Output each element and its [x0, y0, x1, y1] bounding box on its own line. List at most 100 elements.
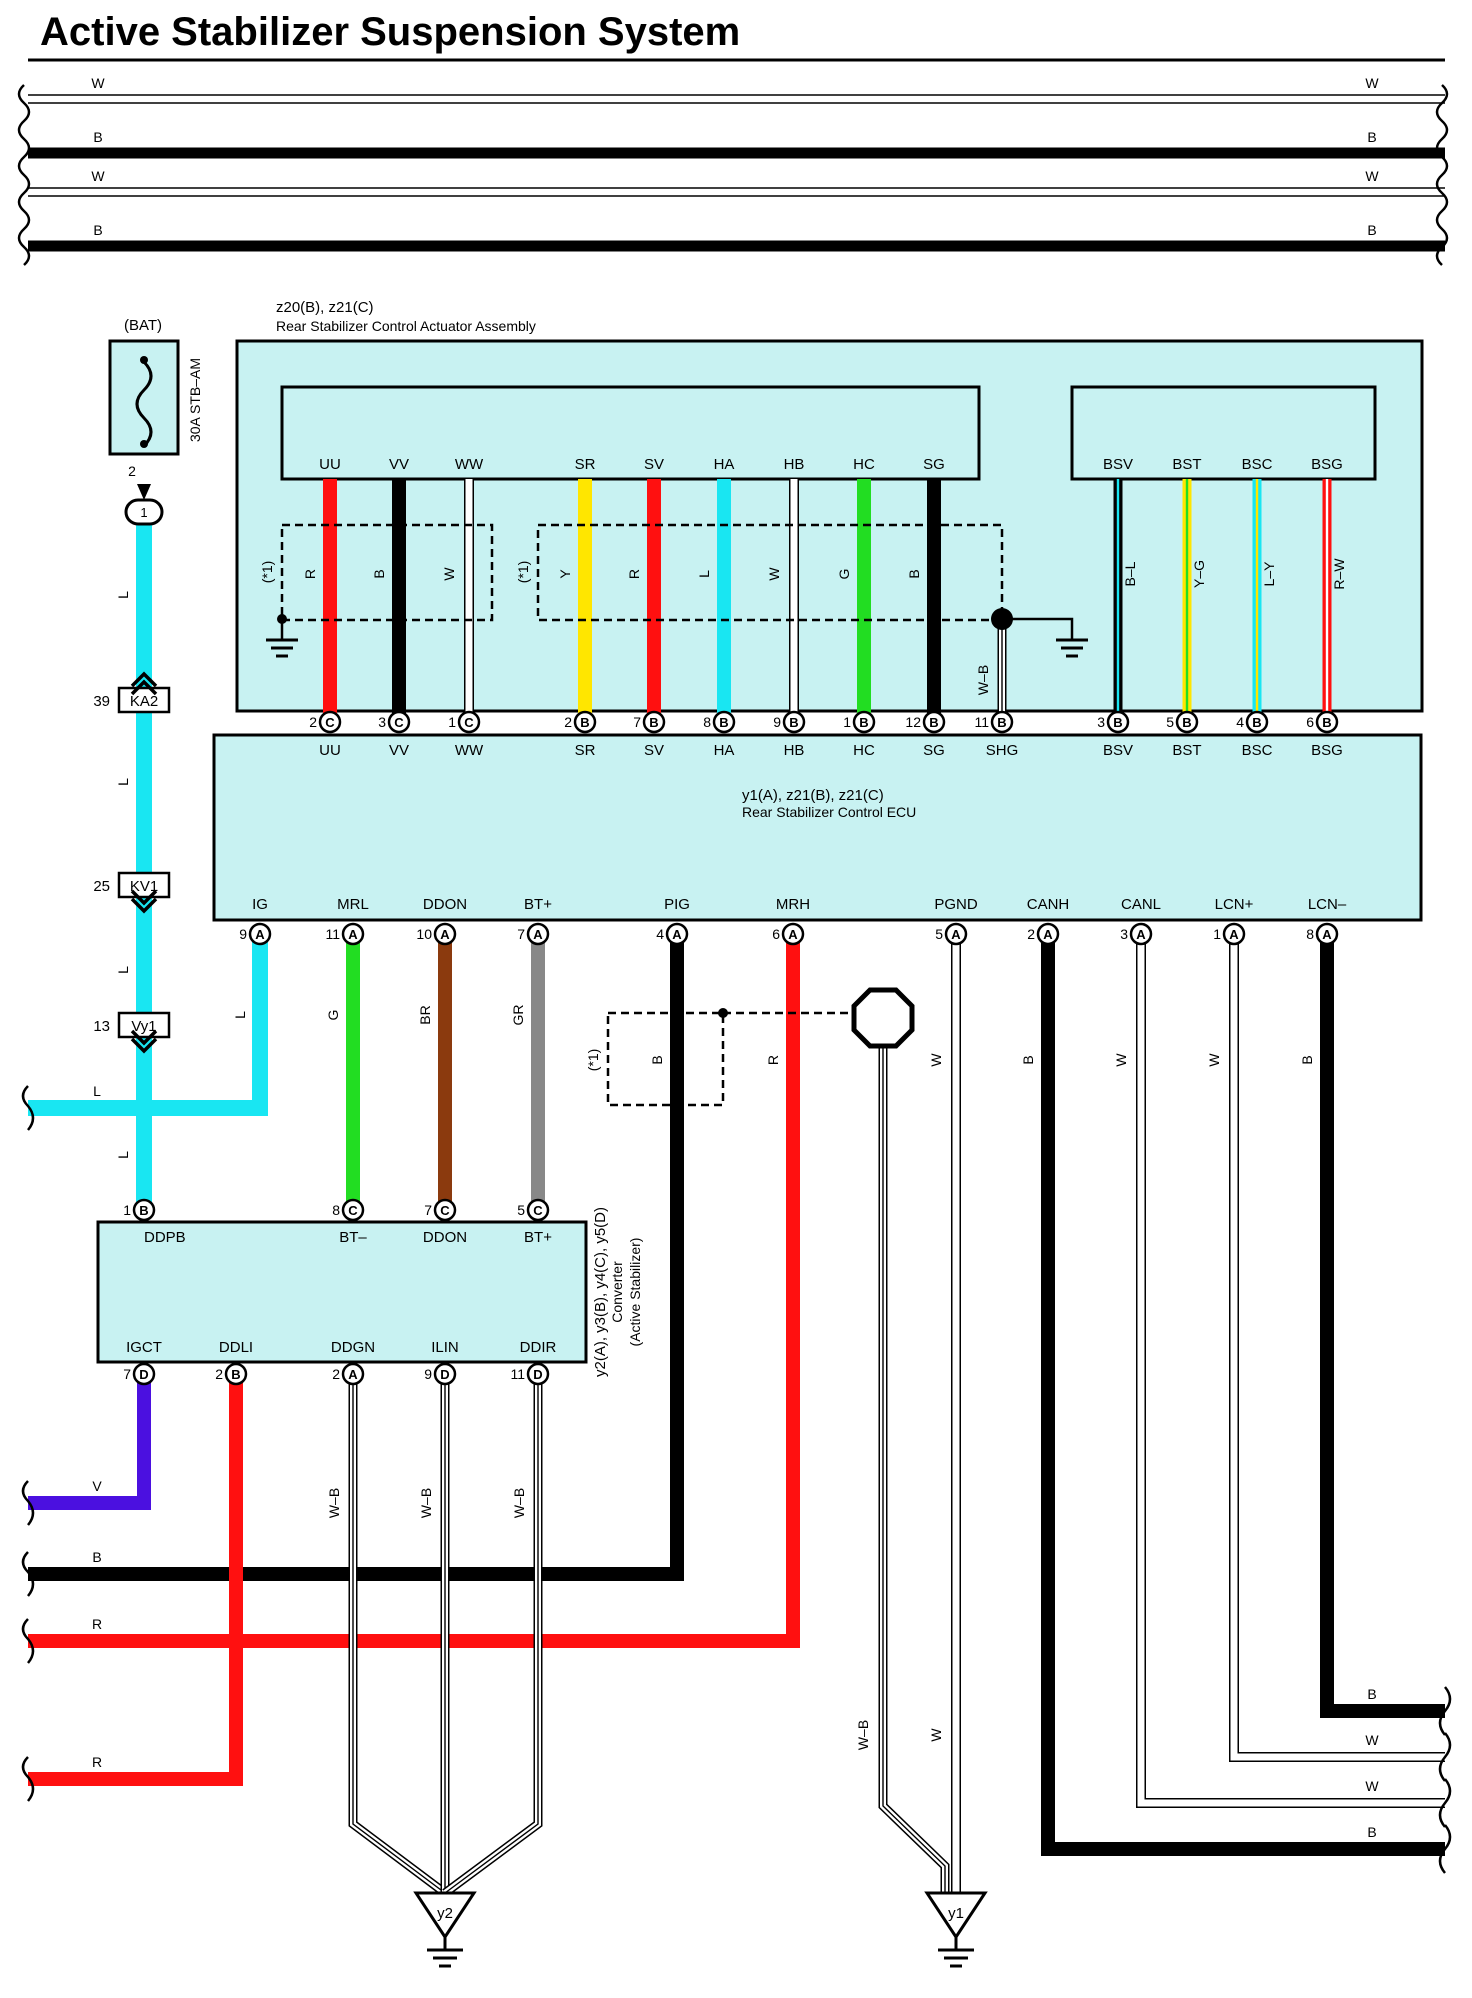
actuator-pin-letter: B: [580, 715, 589, 730]
ecu-bottom-pin-ring: [526, 922, 550, 946]
actuator-stripe-wire: [1113, 479, 1123, 722]
converter-bottom-pin: D7: [123, 1362, 156, 1386]
ecu-bottom-terminal-name: CANH: [1027, 896, 1070, 913]
ecu-bottom-terminal-name: LCN+: [1215, 896, 1254, 913]
converter-top-terminal-name: DDPB: [144, 1229, 186, 1246]
left-bus-label: B: [92, 1549, 101, 1565]
ground-dot: [277, 614, 287, 624]
converter-bottom-pin-ring: [433, 1362, 457, 1386]
actuator-pin-letter: B: [649, 715, 658, 730]
actuator-stripe-wire: [1322, 479, 1332, 722]
actuator-pin-ring: [1106, 710, 1130, 734]
ecu-bottom-pin-number: 6: [772, 926, 780, 942]
ecu-bottom-pin-letter: A: [348, 927, 358, 942]
ecu-bottom-pin: A8: [1306, 922, 1339, 946]
inline-connector-name: Vy1: [131, 1018, 156, 1035]
actuator-pin-ring: [852, 710, 876, 734]
actuator-pin-letter: B: [789, 715, 798, 730]
actuator-terminal-name: VV: [389, 456, 409, 473]
actuator-pin: B5: [1166, 710, 1199, 734]
actuator-terminal-name: BST: [1172, 456, 1201, 473]
converter-ground-wire-label: W–B: [326, 1488, 342, 1518]
ecu-bottom-terminal-name: MRL: [337, 896, 369, 913]
ecu-bottom-pin-number: 8: [1306, 926, 1314, 942]
actuator-pin-number: 4: [1236, 714, 1244, 730]
converter-top-pin: C5: [517, 1198, 550, 1222]
converter-bottom-pin-number: 11: [510, 1366, 525, 1382]
ecu-bottom-pin: A4: [656, 922, 689, 946]
ecu-bottom-pin-letter: A: [1136, 927, 1146, 942]
ecu-bottom-pin-ring: [248, 922, 272, 946]
inline-connector-name: KV1: [130, 878, 158, 895]
ecu-bottom-pin-letter: A: [1322, 927, 1332, 942]
converter-top-terminal-name: BT+: [524, 1229, 552, 1246]
actuator-pin-ring: [1245, 710, 1269, 734]
actuator-pin-ring: [457, 710, 481, 734]
ecu-bottom-pin-letter: A: [1229, 927, 1239, 942]
ecu-bottom-pin-number: 3: [1120, 926, 1128, 942]
fuse-dot-top: [140, 356, 148, 364]
igct-wire: [28, 1374, 151, 1510]
actuator-pin: B3: [1097, 710, 1130, 734]
actuator-wire-label: L: [696, 570, 712, 578]
mrh-wire-label: R: [765, 1055, 781, 1065]
converter-bottom-pin-number: 2: [332, 1366, 340, 1382]
actuator-pin-letter: B: [1182, 715, 1191, 730]
shield-box-motor: [280, 523, 494, 622]
page-title: Active Stabilizer Suspension System: [40, 10, 741, 54]
actuator-stripe-wire-stripe: [1185, 479, 1189, 722]
connector-chevron: [130, 889, 158, 906]
octagon-ground-wire-fill: [880, 1046, 948, 1893]
ecu-bottom-pin: A10: [416, 922, 457, 946]
ecu-bottom-pin: A6: [772, 922, 805, 946]
converter-bottom-terminal-name: DDGN: [331, 1339, 375, 1356]
ecu-converter-wire-label: BR: [417, 1005, 433, 1024]
left-bus-bracket: [21, 1085, 35, 1131]
connector-chevron: [130, 897, 158, 914]
ecu-bottom-pin-ring: [1222, 922, 1246, 946]
converter-bottom-pin-letter: B: [231, 1367, 240, 1382]
actuator-pin-number: 2: [564, 714, 572, 730]
ecu-bottom-pin-number: 7: [517, 926, 525, 942]
ecu-bottom-terminal-name: PGND: [934, 896, 978, 913]
ig-wire-label: L: [232, 1011, 248, 1019]
lcnm-wire-label: B: [1299, 1055, 1315, 1064]
igct-wire-core: [28, 1374, 151, 1510]
actuator-pin: B8: [703, 710, 736, 734]
actuator-wire-label: R–W: [1331, 558, 1347, 590]
fuse-rating-label: 30A STB–AM: [187, 358, 203, 442]
inline-connector: [117, 686, 171, 714]
actuator-pin-letter: C: [394, 715, 404, 730]
ecu-bottom-pin-letter: A: [672, 927, 682, 942]
actuator-wire-label: Y–G: [1191, 560, 1207, 588]
inline-connector-pin: 25: [93, 878, 110, 895]
actuator-pin-ring: [782, 710, 806, 734]
ground-triangle: [413, 1891, 477, 1940]
converter-box: [96, 1220, 588, 1364]
ecu-top-terminal-name: BSG: [1311, 742, 1343, 759]
ddgn-wire-stripe: [352, 1374, 446, 1894]
ground-symbol: [1056, 638, 1088, 658]
ecu-bottom-terminal-name: IG: [252, 896, 268, 913]
ecu-bottom-terminal-name: CANL: [1121, 896, 1161, 913]
ecu-top-terminal-name: VV: [389, 742, 409, 759]
fuse-pin-number: 2: [128, 463, 136, 479]
joint-connector: [124, 498, 164, 526]
actuator-pin-ring: [1175, 710, 1199, 734]
top-bus-label-right: W: [1365, 75, 1379, 91]
lcnm-wire: [1320, 934, 1445, 1718]
converter-top-pin-number: 7: [424, 1202, 432, 1218]
shg-pin: B11: [974, 710, 1014, 734]
battery-wire-label: L: [115, 966, 131, 974]
actuator-terminal-name: UU: [319, 456, 341, 473]
ground-id-label: y1: [948, 1905, 964, 1922]
converter-bottom-terminal-name: IGCT: [126, 1339, 162, 1356]
actuator-terminal-name: HC: [853, 456, 875, 473]
actuator-pin: B6: [1306, 710, 1339, 734]
ecu-bottom-pin-letter: A: [951, 927, 961, 942]
ecu-bottom-terminal-name: DDON: [423, 896, 467, 913]
ecu-top-terminal-name: HB: [784, 742, 805, 759]
actuator-terminal-name: HA: [714, 456, 735, 473]
